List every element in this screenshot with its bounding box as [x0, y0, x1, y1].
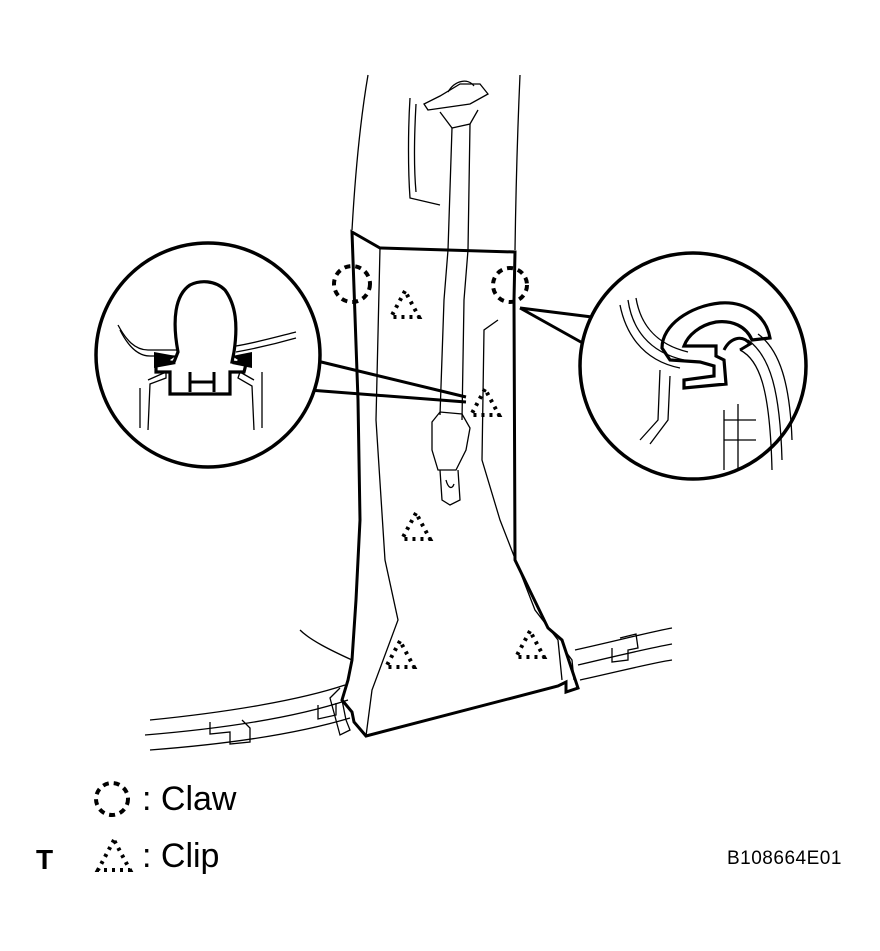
clip-detail-callout: [94, 241, 322, 469]
claw-hook: [660, 301, 772, 390]
seatbelt-assembly: [407, 80, 489, 506]
figure-id: B108664E01: [727, 848, 842, 869]
clip-marker-5: [514, 629, 546, 659]
leader-lines: [308, 306, 601, 404]
body-lines: [144, 74, 673, 751]
legend-claw: : Claw: [92, 777, 236, 821]
clip-marker-2: [469, 387, 501, 417]
clip-legend-label: : Clip: [142, 836, 220, 875]
claw-legend-label: : Claw: [142, 779, 237, 818]
arrow-left: [154, 352, 176, 368]
page-letter: T: [36, 844, 54, 875]
claw-marker-left: [332, 264, 372, 304]
legend-clip: : Clip: [92, 834, 219, 878]
claw-detail-callout: [578, 251, 808, 481]
clip-marker-1: [389, 289, 421, 319]
arrow-right: [232, 352, 252, 368]
claw-legend-icon: [94, 781, 130, 817]
clip-marker-4: [384, 639, 416, 669]
pillar-trim: [329, 229, 580, 738]
claw-marker-right: [491, 266, 529, 304]
clip-marker-3: [400, 511, 432, 541]
clip-legend-icon: [94, 835, 134, 872]
clip-head: [154, 280, 248, 396]
